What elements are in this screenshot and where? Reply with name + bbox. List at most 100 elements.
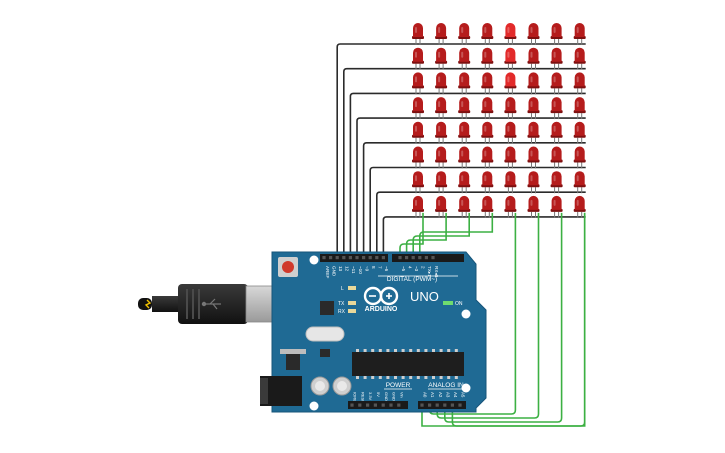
led[interactable] (458, 23, 471, 45)
led[interactable] (435, 195, 448, 218)
led[interactable] (527, 97, 540, 120)
led[interactable] (458, 121, 471, 144)
power-pin[interactable] (366, 403, 370, 407)
digital-pin-~11[interactable] (348, 256, 352, 260)
analog-pin-A2[interactable] (435, 403, 439, 407)
row-wire[interactable] (356, 117, 586, 257)
led[interactable] (504, 171, 517, 194)
led[interactable] (504, 195, 517, 218)
led[interactable] (481, 171, 494, 194)
digital-pin-13[interactable] (335, 256, 339, 260)
led[interactable] (435, 47, 448, 70)
led[interactable] (435, 121, 448, 144)
digital-pin-AREF[interactable] (322, 256, 326, 260)
analog-pin-A1[interactable] (428, 403, 432, 407)
led[interactable] (573, 47, 586, 70)
row-wire[interactable] (382, 216, 586, 257)
power-pin[interactable] (373, 403, 377, 407)
digital-pin-2[interactable] (418, 256, 422, 260)
led[interactable] (527, 121, 540, 144)
digital-pin-TX▸1[interactable] (424, 256, 428, 260)
row-wire[interactable] (343, 67, 586, 257)
led[interactable] (527, 23, 540, 45)
led[interactable] (481, 121, 494, 144)
led[interactable] (481, 146, 494, 169)
column-wire[interactable] (399, 212, 424, 257)
column-wire[interactable] (405, 212, 447, 257)
digital-pin-~5[interactable] (398, 256, 402, 260)
led[interactable] (435, 97, 448, 120)
column-wire[interactable] (444, 212, 563, 423)
analog-pin-A3[interactable] (443, 403, 447, 407)
led[interactable] (412, 195, 424, 218)
column-wire[interactable] (436, 212, 540, 419)
led[interactable] (504, 47, 517, 70)
led[interactable] (458, 146, 471, 169)
led[interactable] (527, 72, 540, 95)
digital-pin-~9[interactable] (362, 256, 366, 260)
row-wire[interactable] (362, 142, 586, 257)
power-pin[interactable] (350, 403, 354, 407)
analog-pin-A4[interactable] (450, 403, 454, 407)
row-wire[interactable] (349, 92, 586, 257)
led[interactable] (481, 47, 494, 70)
led[interactable] (550, 97, 563, 120)
led[interactable] (573, 121, 586, 144)
digital-pin-GND[interactable] (329, 256, 333, 260)
led[interactable] (504, 97, 517, 120)
led[interactable] (573, 171, 586, 194)
led[interactable] (481, 72, 494, 95)
led[interactable] (458, 171, 471, 194)
digital-pin-~6[interactable] (381, 256, 385, 260)
row-wire[interactable] (376, 191, 586, 257)
power-pin[interactable] (397, 403, 401, 407)
digital-pin-7[interactable] (375, 256, 379, 260)
led[interactable] (435, 72, 448, 95)
led[interactable] (527, 146, 540, 169)
led[interactable] (458, 97, 471, 120)
led[interactable] (412, 171, 424, 194)
column-wire[interactable] (419, 212, 494, 257)
led[interactable] (550, 23, 563, 45)
reset-button-cap[interactable] (282, 261, 294, 273)
row-wire[interactable] (336, 43, 586, 257)
led[interactable] (412, 72, 424, 95)
led[interactable] (412, 23, 424, 45)
column-wire[interactable] (412, 212, 470, 257)
led[interactable] (527, 195, 540, 218)
power-pin[interactable] (358, 403, 362, 407)
digital-pin-~3[interactable] (411, 256, 415, 260)
led[interactable] (550, 195, 563, 218)
led[interactable] (527, 171, 540, 194)
led[interactable] (504, 146, 517, 169)
led[interactable] (435, 23, 448, 45)
led[interactable] (550, 72, 563, 95)
digital-pin-12[interactable] (342, 256, 346, 260)
led[interactable] (458, 72, 471, 95)
led[interactable] (481, 97, 494, 120)
led[interactable] (504, 22, 517, 45)
row-wire[interactable] (369, 166, 586, 258)
column-wire[interactable] (421, 212, 586, 427)
led[interactable] (412, 47, 424, 70)
led[interactable] (573, 146, 586, 169)
analog-pin-A0[interactable] (420, 403, 424, 407)
led[interactable] (550, 146, 563, 169)
led[interactable] (481, 23, 494, 45)
led[interactable] (573, 72, 586, 95)
led[interactable] (412, 121, 424, 144)
led[interactable] (550, 47, 563, 70)
led[interactable] (435, 171, 448, 194)
led[interactable] (435, 146, 448, 169)
led[interactable] (481, 195, 494, 218)
led[interactable] (412, 146, 424, 169)
power-pin[interactable] (381, 403, 385, 407)
led[interactable] (412, 97, 424, 120)
led[interactable] (573, 97, 586, 120)
power-pin[interactable] (389, 403, 393, 407)
analog-pin-A5[interactable] (458, 403, 462, 407)
led[interactable] (504, 72, 517, 95)
digital-pin-~10[interactable] (355, 256, 359, 260)
led[interactable] (573, 23, 586, 45)
